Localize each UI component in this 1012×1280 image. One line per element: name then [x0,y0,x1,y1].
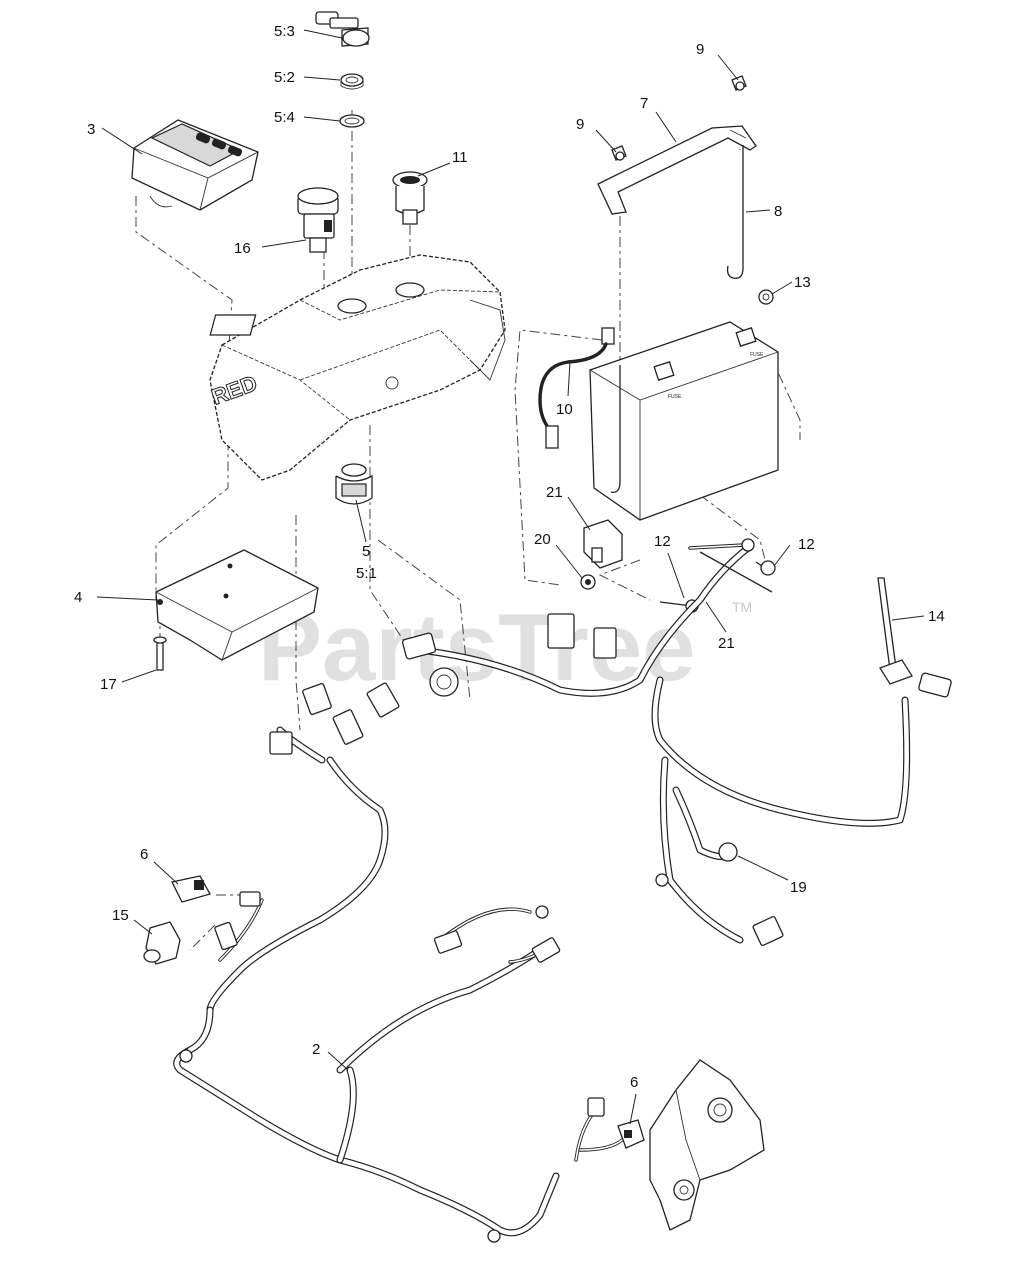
cable-tie [877,577,913,685]
wing-nut-left [611,145,627,161]
callout-11: 11 [452,149,468,166]
fuse-wire [538,327,615,449]
mounting-bracket [649,1059,765,1231]
callouts: 5:3 5:2 5:4 3 16 11 9 7 9 8 13 10 21 20 … [74,23,945,1091]
callout-14: 14 [928,608,945,625]
console-housing: RED [208,254,506,481]
callout-12-right: 12 [798,536,815,553]
callout-5-4: 5:4 [274,109,295,126]
alignment-lines [135,110,801,951]
callout-17: 17 [100,676,117,693]
callout-3: 3 [87,121,95,138]
callout-2: 2 [312,1041,320,1058]
ignition-washer [339,114,365,128]
ignition-key [315,11,370,47]
watermark-trademark: TM [732,599,752,615]
callout-13: 13 [794,274,811,291]
battery-cable-terminal [718,842,738,862]
mounting-screw [153,636,167,671]
callout-6-lower: 6 [630,1074,638,1091]
callout-8: 8 [774,203,782,220]
callout-6-upper: 6 [140,846,148,863]
seat-switch-upper [171,875,261,951]
callout-10: 10 [556,401,573,418]
ignition-switch [335,463,373,505]
battery-bolt-right [755,560,776,576]
leader-lines [96,29,925,1125]
wing-nut-right [731,75,747,91]
battery-hold-down-bracket [597,125,757,215]
callout-20: 20 [534,531,551,548]
seat-switch-lower [587,1097,645,1149]
callout-21-lower: 21 [718,635,735,652]
fuse-cap [580,574,596,590]
display-unit [131,119,259,211]
callout-19: 19 [790,879,807,896]
j-bolt [726,145,744,279]
callout-16: 16 [234,240,251,257]
fuse-holder [583,519,623,569]
callout-9-upper: 9 [696,41,704,58]
control-module [155,549,319,661]
callout-21-upper: 21 [546,484,563,501]
callout-5: 5 [362,543,370,560]
callout-12-left: 12 [654,533,671,550]
pto-switch [297,187,339,253]
power-outlet [392,171,428,225]
callout-7: 7 [640,95,648,112]
callout-5-1: 5:1 [356,565,377,582]
battery-terminal-nut [758,289,774,305]
main-wiring-harness [173,544,911,1237]
callout-5-3: 5:3 [274,23,295,40]
callout-9-lower: 9 [576,116,584,133]
ignition-nut [340,73,364,90]
battery-label-left: FUSE [668,394,682,400]
battery [589,321,779,521]
watermark: PartsTree [258,594,696,701]
brake-switch [143,921,181,965]
callout-4: 4 [74,589,82,606]
callout-15: 15 [112,907,129,924]
callout-5-2: 5:2 [274,69,295,86]
battery-label-right: FUSE [750,352,764,358]
